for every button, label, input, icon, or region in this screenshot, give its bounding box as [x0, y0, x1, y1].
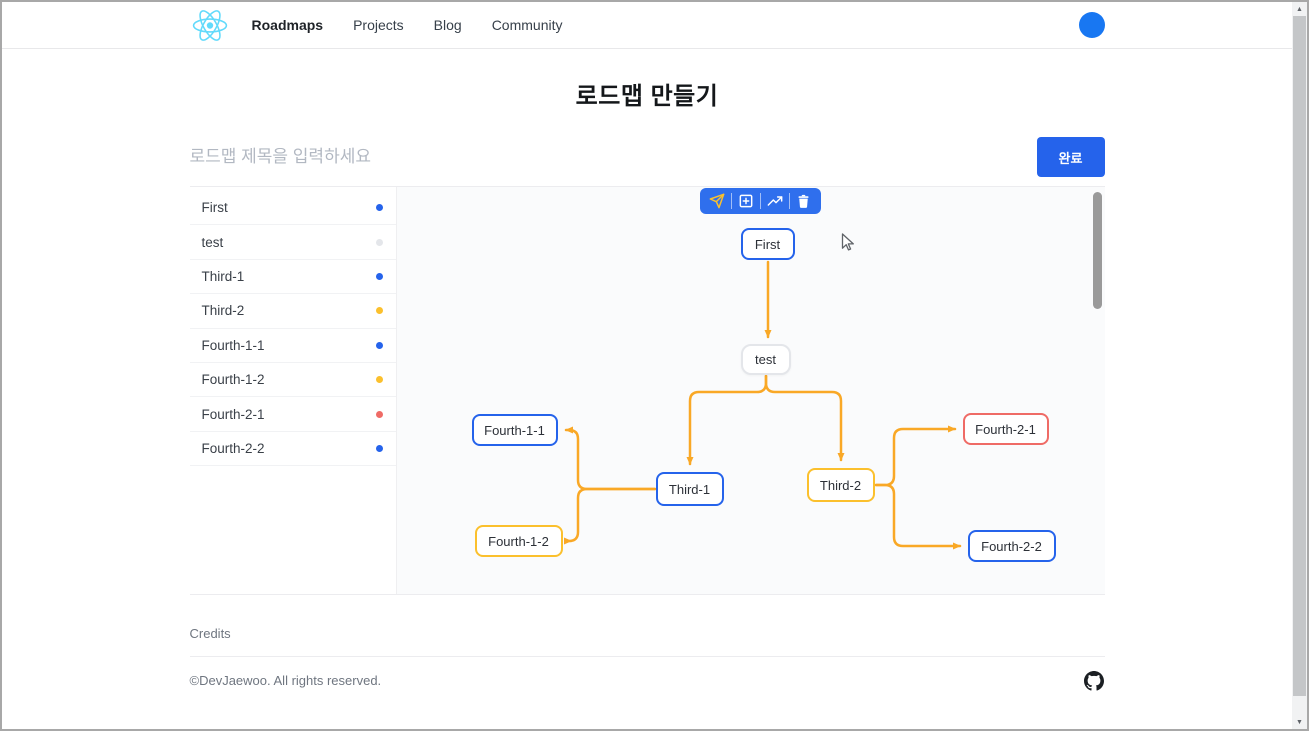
list-item-fourth-1-2[interactable]: Fourth-1-2 [189, 363, 396, 398]
scroll-up-icon[interactable]: ▲ [1292, 2, 1307, 16]
nav-link-projects[interactable]: Projects [353, 17, 404, 33]
node-label: Third-1 [668, 481, 711, 497]
graph-node-first[interactable]: First [740, 228, 795, 260]
node-label: test [755, 352, 776, 367]
status-dot [375, 272, 383, 280]
status-dot [375, 376, 383, 384]
mouse-cursor-icon [841, 233, 856, 257]
list-item-test[interactable]: test [189, 225, 396, 260]
graph-node-third-1[interactable]: Third-1 [655, 472, 724, 506]
roadmap-title-form: 완료 [189, 131, 1105, 183]
edge-third2-fourth22 [874, 483, 961, 550]
list-item-label: Fourth-2-1 [201, 406, 265, 422]
node-label: Third-2 [819, 477, 862, 493]
complete-button[interactable]: 완료 [1036, 137, 1105, 177]
react-logo-icon[interactable] [190, 7, 230, 43]
page-title: 로드맵 만들기 [575, 83, 719, 110]
navbar: Roadmaps Projects Blog Community [2, 2, 1292, 49]
list-item-label: First [201, 200, 228, 216]
nav-link-blog[interactable]: Blog [433, 17, 462, 33]
graph-node-fourth-2-2[interactable]: Fourth-2-2 [967, 530, 1056, 562]
status-dot [375, 341, 383, 349]
list-item-third-2[interactable]: Third-2 [189, 294, 396, 329]
node-label: Fourth-2-2 [981, 538, 1042, 554]
toolbar-divider [759, 193, 761, 209]
roadmap-title-input[interactable] [189, 147, 1037, 167]
status-dot [375, 204, 383, 212]
node-label: Fourth-2-1 [975, 421, 1036, 437]
roadmap-editor-panel: First test Third-1 Third-2 [189, 186, 1105, 595]
credits-label: Credits [189, 626, 231, 641]
edge-test-third2 [764, 374, 844, 462]
list-item-label: Third-2 [201, 303, 245, 319]
node-label: First [754, 236, 781, 252]
graph-node-test[interactable]: test [740, 344, 791, 375]
list-item-third-1[interactable]: Third-1 [189, 260, 396, 295]
edge-third1-fourth11 [564, 426, 656, 491]
canvas-toolbar [699, 188, 821, 214]
roadmap-canvas[interactable]: First test Third-1 Third-2 Fourth-1-1 [395, 187, 1105, 594]
edge-third1-fourth12 [563, 487, 656, 545]
edge-test-third1 [686, 374, 767, 466]
list-item-fourth-2-1[interactable]: Fourth-2-1 [189, 397, 396, 432]
graph-node-fourth-1-2[interactable]: Fourth-1-2 [474, 525, 563, 557]
roadmap-edges [563, 260, 961, 550]
canvas-scrollbar-thumb[interactable] [1092, 192, 1102, 309]
trending-up-icon[interactable] [764, 190, 786, 212]
list-item-label: Third-1 [201, 268, 245, 284]
toolbar-divider [730, 193, 732, 209]
node-label: Fourth-1-2 [488, 533, 549, 549]
list-item-label: test [201, 234, 224, 250]
user-avatar[interactable] [1078, 12, 1105, 38]
credits-section: Credits [189, 595, 1105, 657]
node-label: Fourth-1-1 [484, 422, 545, 438]
toolbar-divider [788, 193, 790, 209]
plus-square-icon[interactable] [735, 190, 757, 212]
nav-link-roadmaps[interactable]: Roadmaps [251, 17, 324, 33]
edge-third2-fourth21 [874, 425, 956, 487]
nav-link-community[interactable]: Community [491, 17, 563, 33]
list-item-label: Fourth-1-1 [201, 337, 265, 353]
list-item-label: Fourth-2-2 [201, 440, 265, 456]
footer: ©DevJaewoo. All rights reserved. [190, 657, 1105, 691]
github-icon[interactable] [1084, 670, 1105, 691]
list-item-label: Fourth-1-2 [201, 372, 265, 388]
graph-node-third-2[interactable]: Third-2 [806, 468, 875, 502]
list-item-fourth-1-1[interactable]: Fourth-1-1 [189, 329, 396, 363]
trash-icon[interactable] [793, 190, 815, 212]
browser-scrollbar-thumb[interactable] [1293, 16, 1306, 696]
status-dot [375, 238, 383, 246]
browser-scrollbar[interactable]: ▲ ▼ [1292, 2, 1307, 729]
scroll-down-icon[interactable]: ▼ [1292, 715, 1307, 729]
status-dot [375, 410, 383, 418]
status-dot [375, 444, 383, 452]
list-item-fourth-2-2[interactable]: Fourth-2-2 [189, 432, 396, 467]
graph-node-fourth-1-1[interactable]: Fourth-1-1 [471, 414, 558, 446]
graph-node-fourth-2-1[interactable]: Fourth-2-1 [962, 413, 1049, 445]
node-list-sidebar: First test Third-1 Third-2 [189, 187, 396, 594]
copyright-text: ©DevJaewoo. All rights reserved. [189, 673, 382, 688]
status-dot [375, 307, 383, 315]
send-icon[interactable] [706, 190, 728, 212]
list-item-first[interactable]: First [189, 191, 396, 226]
